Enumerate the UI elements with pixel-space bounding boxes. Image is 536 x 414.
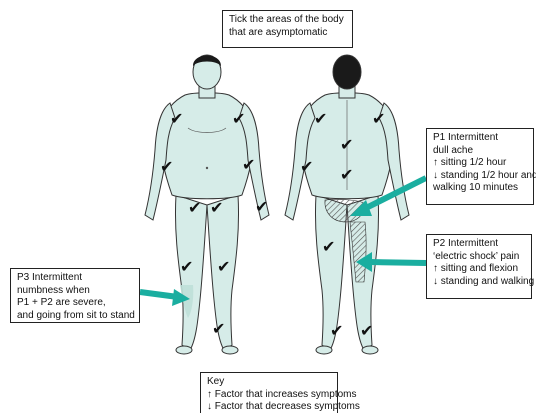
tick-mark[interactable]: ✔ — [340, 135, 353, 154]
p3-line: and going from sit to stand — [17, 310, 133, 323]
tick-mark[interactable]: ✔ — [180, 257, 193, 276]
tick-mark[interactable]: ✔ — [330, 321, 343, 340]
tick-mark[interactable]: ✔ — [212, 319, 225, 338]
p3-line: P1 + P2 are severe, — [17, 297, 133, 310]
tick-mark[interactable]: ✔ — [360, 321, 373, 340]
tick-mark[interactable]: ✔ — [372, 109, 385, 128]
tick-mark[interactable]: ✔ — [242, 155, 255, 174]
tick-mark[interactable]: ✔ — [210, 198, 223, 217]
p2-line: ‘electric shock’ pain — [433, 251, 525, 264]
p1-line: walking 10 minutes — [433, 182, 527, 195]
p2-arrow — [370, 262, 426, 263]
p1-callout: P1 Intermittent dull ache ↑ sitting 1/2 … — [426, 128, 534, 205]
key-decrease: ↓ Factor that decreases symptoms — [207, 401, 331, 414]
tick-mark[interactable]: ✔ — [170, 109, 183, 128]
back-body — [285, 55, 409, 354]
key-title: Key — [207, 376, 331, 389]
instruction-line-2: that are asymptomatic — [229, 27, 346, 40]
tick-mark[interactable]: ✔ — [255, 197, 268, 216]
p3-line: numbness when — [17, 285, 133, 298]
instruction-box: Tick the areas of the body that are asym… — [222, 10, 353, 48]
instruction-line-1: Tick the areas of the body — [229, 14, 346, 27]
p2-line: ↑ sitting and flexion — [433, 263, 525, 276]
tick-mark[interactable]: ✔ — [322, 237, 335, 256]
p1-line: P1 Intermittent — [433, 132, 527, 145]
p1-line: ↑ sitting 1/2 hour — [433, 157, 527, 170]
p2-line: ↓ standing and walking — [433, 276, 525, 289]
p2-line: P2 Intermittent — [433, 238, 525, 251]
back-head[interactable] — [333, 55, 361, 89]
tick-mark[interactable]: ✔ — [300, 157, 313, 176]
key-box: Key ↑ Factor that increases symptoms ↓ F… — [200, 372, 338, 413]
p3-callout: P3 Intermittent numbness when P1 + P2 ar… — [10, 268, 140, 323]
key-increase: ↑ Factor that increases symptoms — [207, 389, 331, 402]
tick-mark[interactable]: ✔ — [160, 157, 173, 176]
tick-mark[interactable]: ✔ — [232, 109, 245, 128]
p3-arrow — [140, 292, 178, 297]
p3-line: P3 Intermittent — [17, 272, 133, 285]
tick-mark[interactable]: ✔ — [314, 109, 327, 128]
tick-mark[interactable]: ✔ — [217, 257, 230, 276]
p2-callout: P2 Intermittent ‘electric shock’ pain ↑ … — [426, 234, 532, 299]
p1-line: ↓ standing 1/2 hour and — [433, 170, 527, 183]
front-body — [145, 55, 269, 354]
p1-line: dull ache — [433, 145, 527, 158]
tick-mark[interactable]: ✔ — [188, 198, 201, 217]
tick-mark[interactable]: ✔ — [340, 165, 353, 184]
